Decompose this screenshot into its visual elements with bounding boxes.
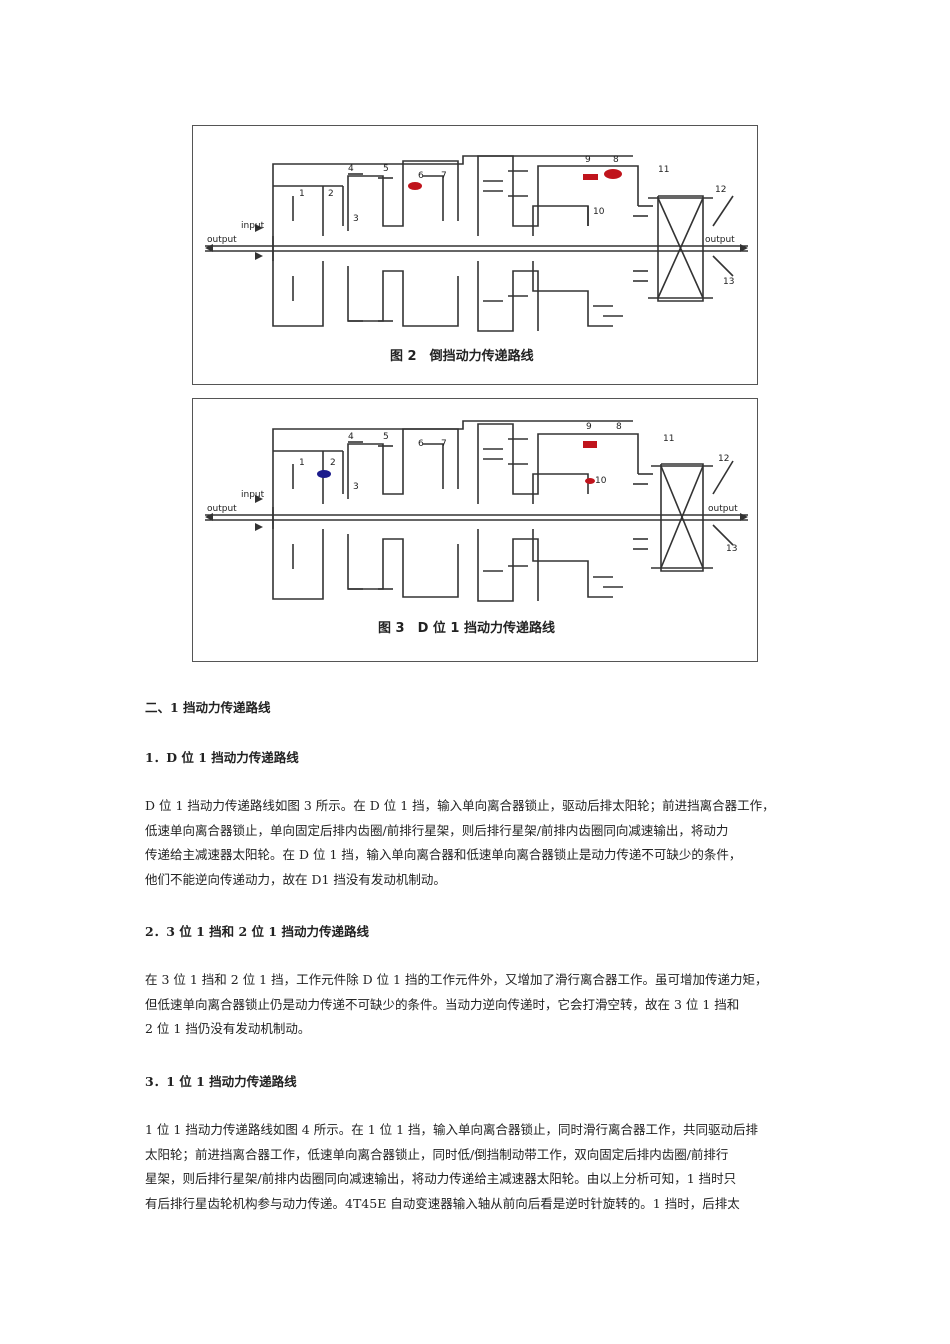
subsection-3-title: 3．1 位 1 挡动力传递路线 xyxy=(145,1074,297,1089)
fig2-label-7: 7 xyxy=(441,171,447,181)
figure-2: input output output 1 2 3 4 5 6 7 8 9 10… xyxy=(192,125,758,385)
fig2-label-2: 2 xyxy=(328,189,334,199)
fig3-label-4: 4 xyxy=(348,432,354,442)
fig2-label-4: 4 xyxy=(348,164,354,174)
sub2-line-1: 在 3 位 1 挡和 2 位 1 挡，工作元件除 D 位 1 挡的工作元件外，又… xyxy=(145,972,768,987)
sub3-line-2: 太阳轮；前进挡离合器工作，低速单向离合器锁止，同时低/倒挡制动带工作，双向固定后… xyxy=(145,1146,729,1162)
fig2-label-12: 12 xyxy=(715,185,726,195)
fig2-input-label: input xyxy=(241,221,265,231)
fig3-output-left-label: output xyxy=(207,504,237,514)
fig2-label-9: 9 xyxy=(585,155,591,165)
sub2-line-2: 但低速单向离合器锁止仍是动力传递不可缺少的条件。当动力逆向传递时，它会打滑空转，… xyxy=(145,996,740,1012)
fig2-output-right-label: output xyxy=(705,235,735,245)
sub1-line-4: 他们不能逆向传递动力，故在 D1 挡没有发动机制动。 xyxy=(145,871,446,887)
sub3-line-4: 有后排行星齿轮机构参与动力传递。4T45E 自动变速器输入轴从前向后看是逆时针旋… xyxy=(145,1195,740,1211)
fig2-output-left-label: output xyxy=(207,235,237,245)
fig3-output-right-label: output xyxy=(708,504,738,514)
fig2-label-1: 1 xyxy=(299,189,305,199)
subsection-3-paragraph: 1 位 1 挡动力传递路线如图 4 所示。在 1 位 1 挡，输入单向离合器锁止… xyxy=(145,1118,810,1216)
fig3-label-11: 11 xyxy=(663,434,674,444)
fig3-label-12: 12 xyxy=(718,454,729,464)
fig3-label-10: 10 xyxy=(595,476,607,486)
fig2-label-11: 11 xyxy=(658,165,669,175)
sub1-line-3: 传递给主减速器太阳轮。在 D 位 1 挡，输入单向离合器和低速单向离合器锁止是动… xyxy=(145,847,742,862)
fig3-label-13: 13 xyxy=(726,544,737,554)
fig2-label-8: 8 xyxy=(613,155,619,165)
sub1-line-2: 低速单向离合器锁止，单向固定后排内齿圈/前排行星架，则后排行星架/前排内齿圈同向… xyxy=(145,822,729,838)
sub3-line-1: 1 位 1 挡动力传递路线如图 4 所示。在 1 位 1 挡，输入单向离合器锁止… xyxy=(145,1122,759,1137)
sub1-line-1: D 位 1 挡动力传递路线如图 3 所示。在 D 位 1 挡，输入单向离合器锁止… xyxy=(145,798,775,813)
fig3-caption: 图 3 D 位 1 挡动力传递路线 xyxy=(378,620,555,636)
subsection-1-paragraph: D 位 1 挡动力传递路线如图 3 所示。在 D 位 1 挡，输入单向离合器锁止… xyxy=(145,794,810,892)
sub2-line-3: 2 位 1 挡仍没有发动机制动。 xyxy=(145,1021,311,1036)
sub3-line-3: 星架，则后排行星架/前排内齿圈同向减速输出，将动力传递给主减速器太阳轮。由以上分… xyxy=(145,1171,737,1186)
fig3-input-label: input xyxy=(241,490,265,500)
fig2-caption: 图 2 倒挡动力传递路线 xyxy=(390,348,534,364)
fig3-label-9: 9 xyxy=(586,422,592,432)
fig3-label-5: 5 xyxy=(383,432,389,442)
figure-2-diagram: input output output 1 2 3 4 5 6 7 8 9 10… xyxy=(205,155,748,364)
subsection-1-title: 1．D 位 1 挡动力传递路线 xyxy=(145,750,299,765)
fig2-label-5: 5 xyxy=(383,164,389,174)
figure-3-diagram: input output output 1 2 3 4 5 6 7 8 9 10… xyxy=(205,420,748,636)
fig3-label-1: 1 xyxy=(299,458,305,468)
fig3-label-6: 6 xyxy=(418,439,424,449)
subsection-2-title: 2．3 位 1 挡和 2 位 1 挡动力传递路线 xyxy=(145,924,369,939)
figure-3: input output output 1 2 3 4 5 6 7 8 9 10… xyxy=(192,398,758,662)
fig3-label-7: 7 xyxy=(441,439,447,449)
fig3-label-3: 3 xyxy=(353,482,359,492)
fig3-label-2: 2 xyxy=(330,458,336,468)
fig2-label-10: 10 xyxy=(593,207,605,217)
fig2-label-6: 6 xyxy=(418,171,424,181)
fig2-label-13: 13 xyxy=(723,277,734,287)
fig2-label-3: 3 xyxy=(353,214,359,224)
subsection-2-paragraph: 在 3 位 1 挡和 2 位 1 挡，工作元件除 D 位 1 挡的工作元件外，又… xyxy=(145,968,810,1042)
fig3-label-8: 8 xyxy=(616,422,622,432)
section-title: 二、1 挡动力传递路线 xyxy=(145,700,271,715)
